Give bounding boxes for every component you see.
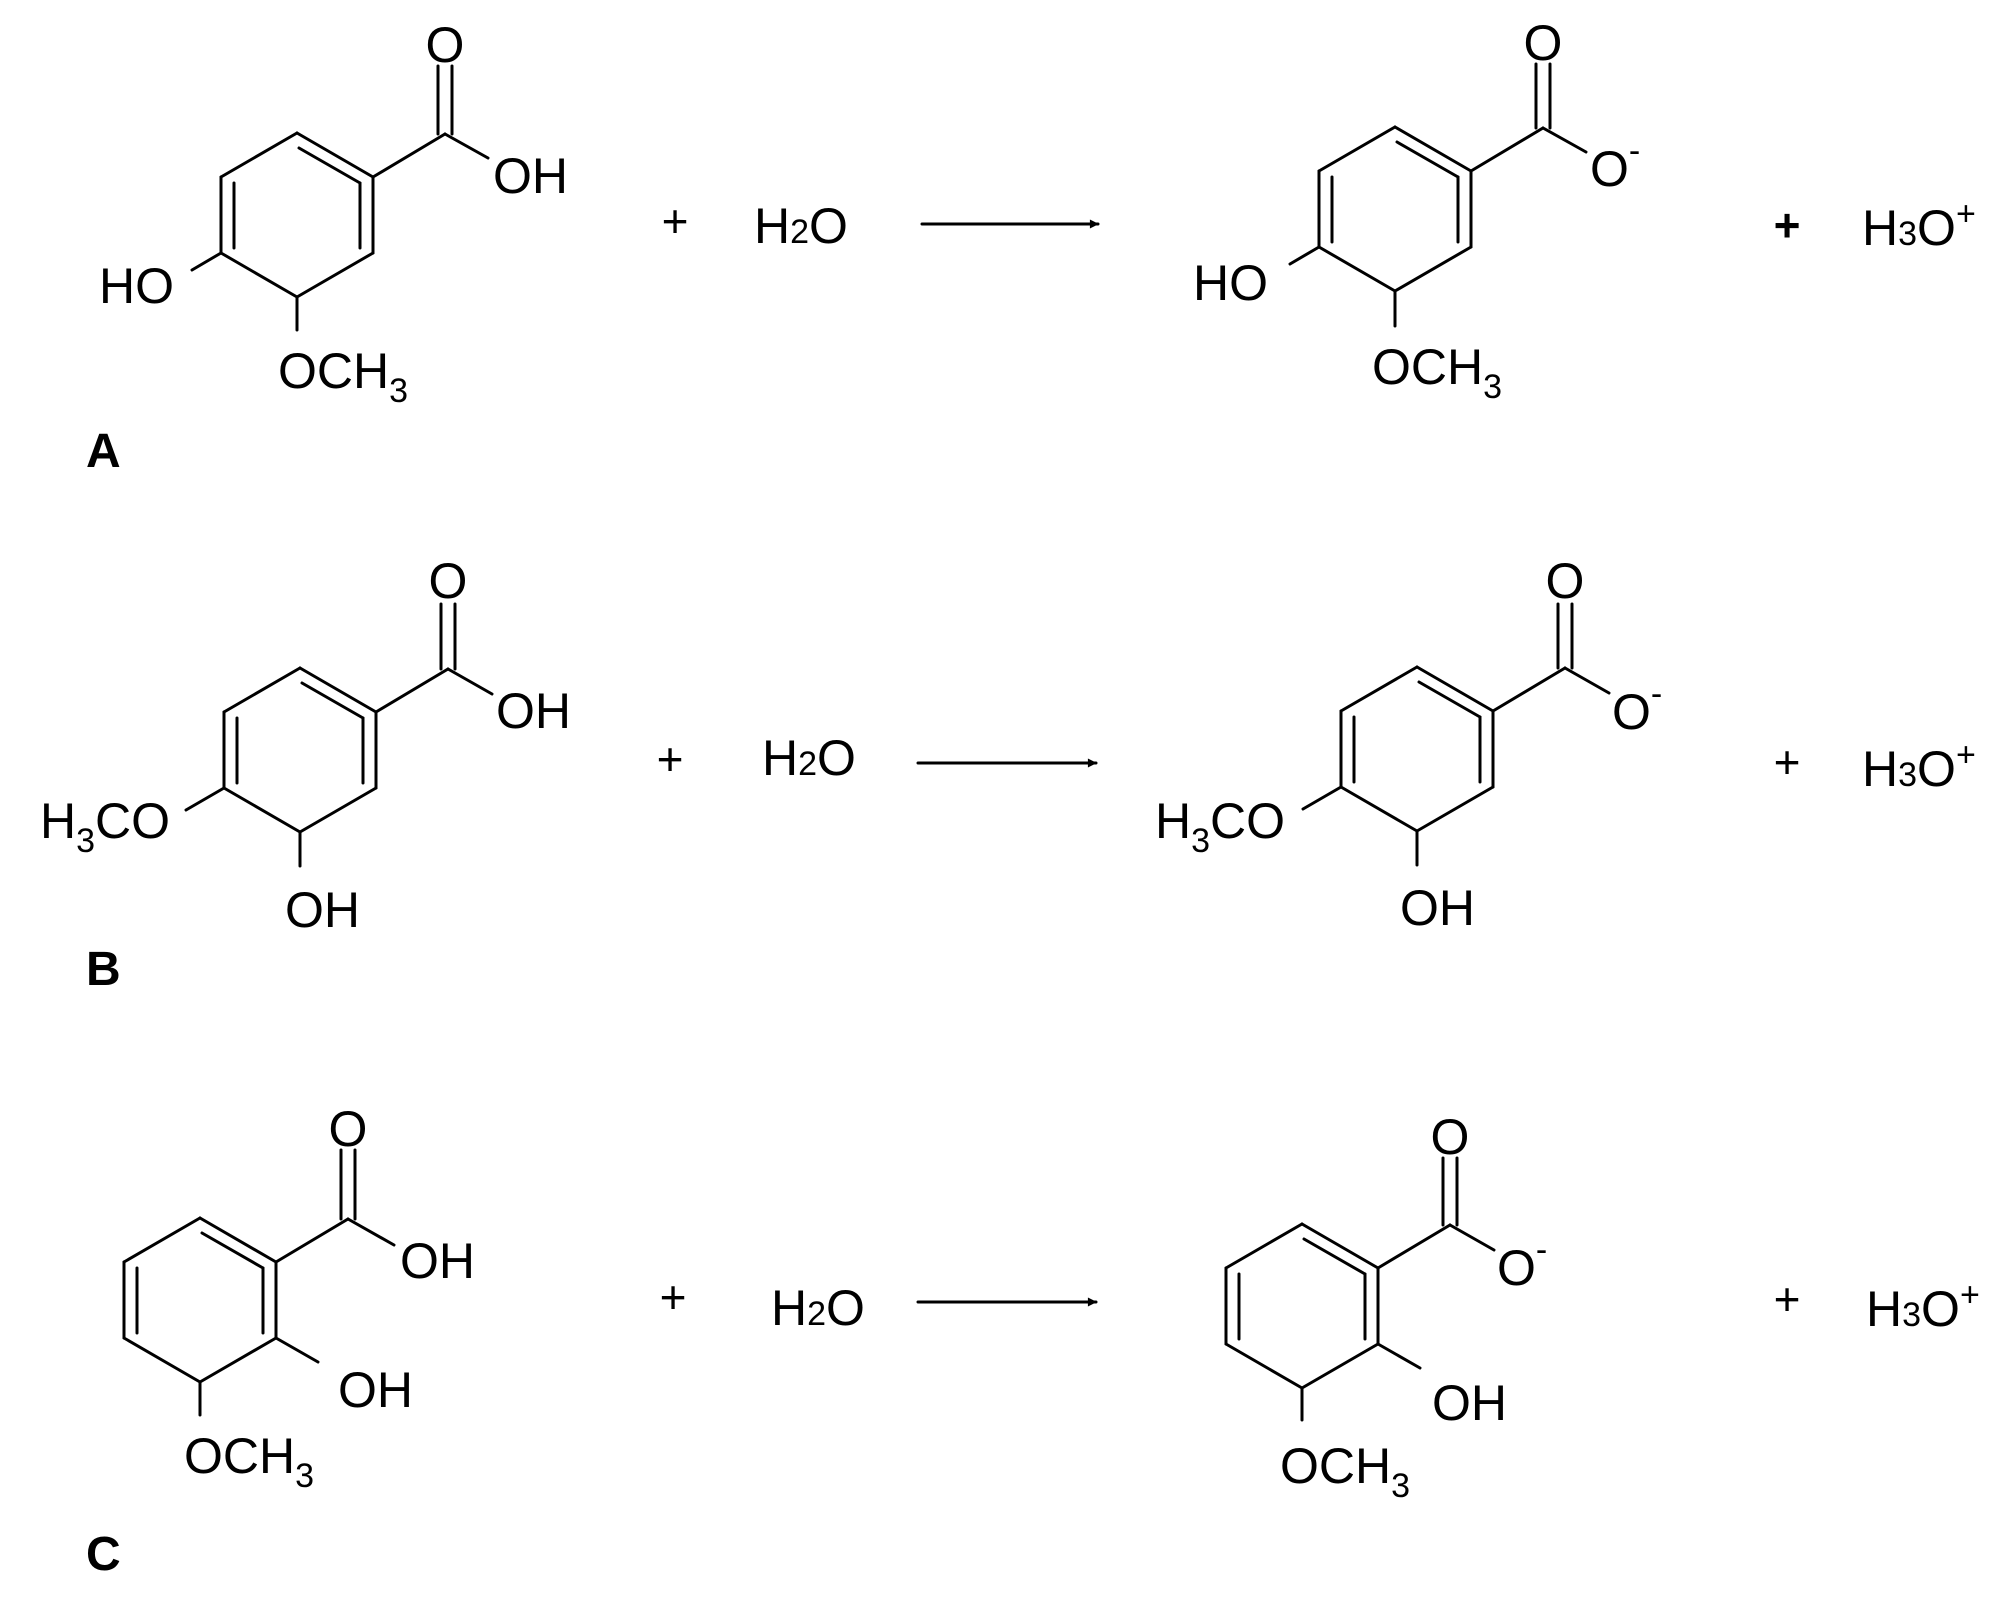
carboxylate-oxygen-label: O- [1497, 1231, 1547, 1296]
hydroxyl-label: OH [1400, 880, 1475, 936]
panel-label: B [86, 943, 121, 996]
reactant-b: O OH H3CO OH [40, 553, 571, 938]
carboxylate-oxygen-label: O- [1612, 675, 1662, 740]
plus-sign: + [662, 195, 689, 247]
plus-sign: + [1774, 199, 1801, 251]
benzene-ring [1339, 665, 1495, 833]
water-formula: H2O [762, 730, 856, 786]
methoxy-label: H3CO [40, 793, 170, 860]
panel-label: A [86, 425, 121, 478]
water-formula: H2O [754, 198, 848, 254]
hydroxyl-label: HO [1193, 255, 1268, 311]
carbonyl-oxygen-label: O [1524, 15, 1563, 71]
plus-sign: + [657, 733, 684, 785]
reaction-row-b: O OH H3CO OH + H2O [40, 553, 1976, 996]
carbonyl-oxygen-label: O [1431, 1109, 1470, 1165]
product-b: O O- H3CO OH [1155, 553, 1662, 936]
carboxylate-oxygen-label: O- [1590, 132, 1640, 197]
methoxy-label: OCH3 [1372, 339, 1502, 406]
benzene-ring [1224, 1222, 1380, 1390]
hydronium-formula: H3O+ [1862, 736, 1976, 797]
methoxy-label: OCH3 [1280, 1438, 1410, 1505]
acid-oh-label: OH [400, 1233, 475, 1289]
panel-label: C [86, 1528, 121, 1581]
benzene-ring [122, 1216, 278, 1384]
hydroxyl-label: OH [338, 1362, 413, 1418]
methoxy-label: OCH3 [184, 1428, 314, 1495]
methoxy-label: H3CO [1155, 793, 1285, 860]
plus-sign: + [1774, 736, 1801, 788]
carbonyl-oxygen-label: O [426, 17, 465, 73]
plus-sign: + [1774, 1273, 1801, 1325]
product-a: O O- HO OCH3 [1193, 15, 1640, 406]
methoxy-label: OCH3 [278, 343, 408, 410]
acid-oh-label: OH [496, 683, 571, 739]
benzene-ring [219, 131, 375, 299]
reactant-a: O OH HO OCH3 [99, 17, 568, 410]
benzene-ring [1317, 125, 1473, 293]
reaction-row-c: O OH OH OCH3 + H2O [86, 1101, 1980, 1581]
hydronium-formula: H3O+ [1862, 195, 1976, 256]
carbonyl-oxygen-label: O [429, 553, 468, 609]
water-formula: H2O [771, 1280, 865, 1336]
hydroxyl-label: HO [99, 258, 174, 314]
hydronium-formula: H3O+ [1866, 1276, 1980, 1337]
hydroxyl-label: OH [285, 882, 360, 938]
reactant-c: O OH OH OCH3 [122, 1101, 475, 1495]
acid-oh-label: OH [493, 148, 568, 204]
product-c: O O- OH OCH3 [1224, 1109, 1547, 1505]
carbonyl-oxygen-label: O [329, 1101, 368, 1157]
carbonyl-oxygen-label: O [1546, 553, 1585, 609]
reaction-row-a: O OH HO OCH3 + H2O [86, 15, 1976, 478]
benzene-ring [222, 666, 378, 834]
hydroxyl-label: OH [1432, 1375, 1507, 1431]
plus-sign: + [660, 1271, 687, 1323]
